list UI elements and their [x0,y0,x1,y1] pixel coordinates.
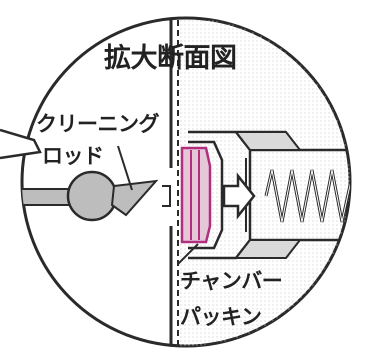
chamber-packing-label-line2: パッキン [180,305,262,329]
packing-label-leader [177,243,199,265]
chamber-packing [180,146,212,244]
rod-label-leader [117,145,133,191]
direction-arrow [222,172,256,220]
cleaning-rod-ball [66,170,118,222]
cleaning-rod-tip [110,179,159,217]
chamber-housing-shade-top [233,131,303,151]
chamber-opening-bracket [162,185,171,207]
spring-inner [265,169,350,223]
cleaning-rod-label-line2: ロッド [42,144,104,168]
chamber-packing-label-line1: チャンバー [180,269,283,293]
packing-bracket [188,140,224,250]
rod-handle-outside [0,128,42,160]
cleaning-rod-label-line1: クリーニング [36,112,160,136]
chamber-housing-shade-bottom [233,239,303,259]
diagram-title: 拡大断面図 [104,43,237,74]
